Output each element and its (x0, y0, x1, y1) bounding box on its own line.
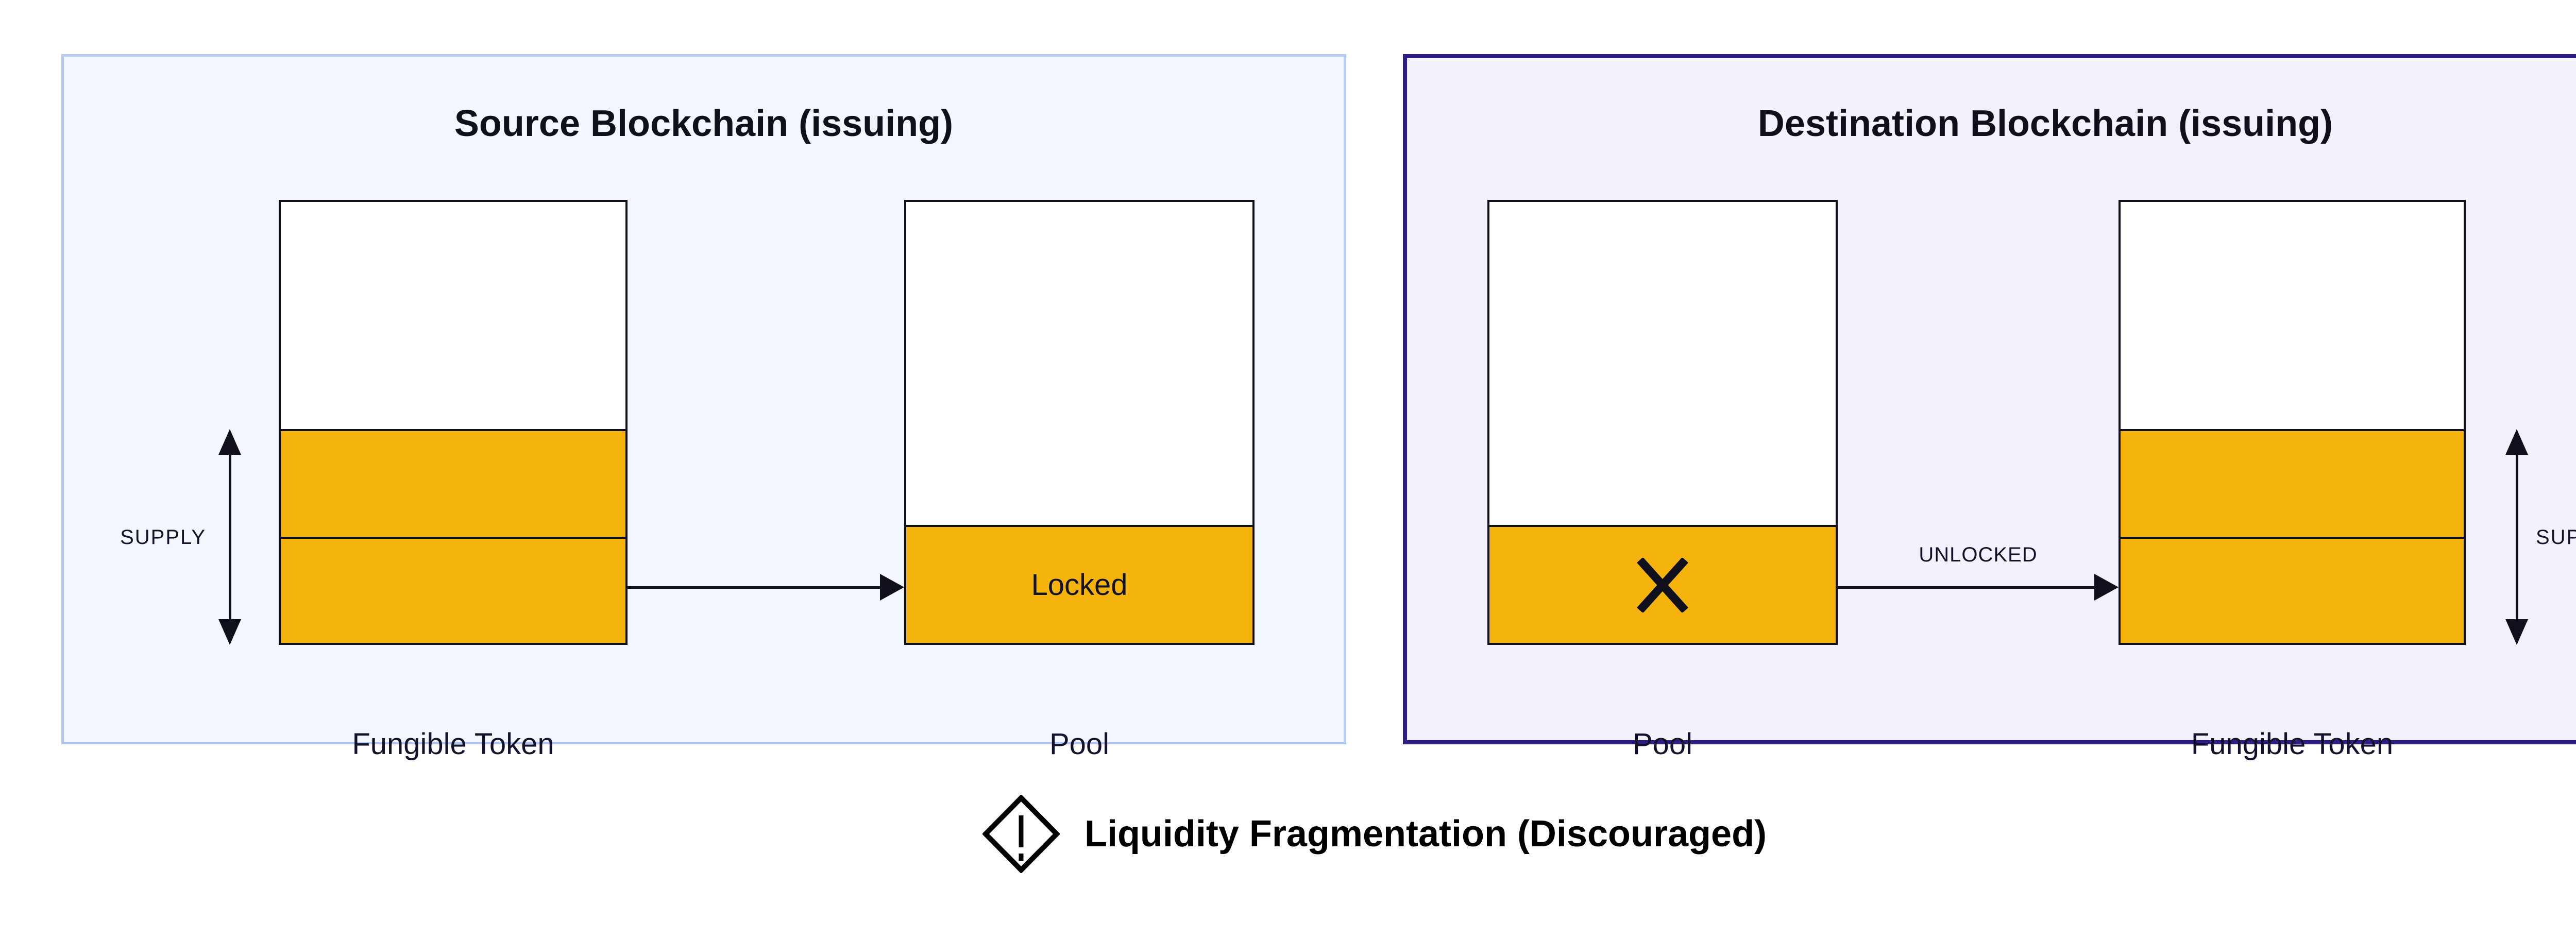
arrow-shaft (628, 586, 881, 589)
pool-label: Pool (1632, 727, 1693, 761)
fungible-token-label: Fungible Token (2191, 727, 2394, 761)
arrow-head-right (2094, 574, 2119, 601)
locked-label: Locked (1031, 568, 1128, 602)
supply-upper-section (281, 429, 625, 537)
arrow-shaft (2516, 453, 2518, 621)
arrow-shaft (1838, 586, 2095, 589)
supply-label: SUPPLY (2536, 526, 2576, 549)
empty-pool-section (906, 202, 1252, 525)
destination-blockchain-panel: Destination Blockchain (issuing) UNLOCKE… (1403, 54, 2576, 761)
right-arrow-icon (1838, 574, 2119, 601)
caption-text: Liquidity Fragmentation (Discouraged) (1084, 813, 1767, 855)
caption-row: Liquidity Fragmentation (Discouraged) (0, 795, 2576, 873)
right-arrow-icon (628, 574, 904, 601)
arrow-shaft (229, 453, 231, 621)
arrow-head-down (218, 619, 241, 645)
empty-supply-section (281, 202, 625, 429)
destination-fungible-token-bar (2119, 200, 2466, 645)
destination-pool-bar (1487, 200, 1838, 645)
double-headed-arrow-icon (2505, 429, 2528, 645)
x-mark-icon (1637, 557, 1688, 612)
source-blockchain-panel: Source Blockchain (issuing) SUPPLY Locke… (61, 54, 1346, 761)
arrow-head-up (218, 429, 241, 455)
double-headed-arrow-icon (218, 429, 241, 645)
source-pool-bar: Locked (904, 200, 1255, 645)
source-panel-title: Source Blockchain (issuing) (454, 103, 954, 144)
fungible-token-label: Fungible Token (352, 727, 554, 761)
destination-panel-title: Destination Blockchain (issuing) (1757, 103, 2333, 144)
supply-lower-section (2121, 537, 2464, 643)
crossed-out-pool-section (1489, 525, 1836, 643)
supply-lower-section (281, 537, 625, 643)
locked-section: Locked (906, 525, 1252, 643)
source-fungible-token-bar (279, 200, 628, 645)
supply-label: SUPPLY (120, 526, 206, 549)
pool-label: Pool (1049, 727, 1110, 761)
warning-diamond-icon (982, 795, 1060, 873)
arrow-head-up (2505, 429, 2528, 455)
empty-pool-section (1489, 202, 1836, 525)
arrow-head-down (2505, 619, 2528, 645)
empty-supply-section (2121, 202, 2464, 429)
supply-upper-section (2121, 429, 2464, 537)
unlocked-label: UNLOCKED (1919, 543, 2038, 566)
arrow-head-right (880, 574, 904, 601)
